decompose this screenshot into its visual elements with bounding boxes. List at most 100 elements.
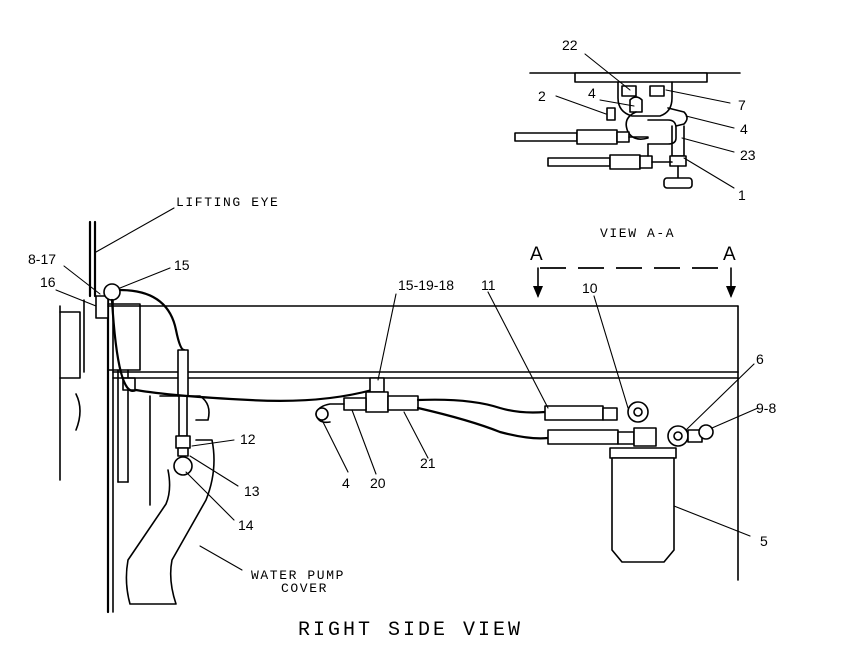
leader-15-19-18 (377, 293, 397, 381)
leader-16 (55, 289, 97, 307)
leader-4-inner (599, 99, 635, 107)
inset-bolt-left (621, 85, 637, 97)
leader-6 (685, 363, 755, 431)
inset-upper-line (514, 132, 578, 142)
section-arrow-left-head (533, 286, 543, 298)
inset-lower-nut (639, 155, 653, 169)
leader-21 (403, 411, 429, 459)
leader-7 (665, 89, 731, 104)
engine-block (59, 220, 215, 614)
filter-canister-5 (611, 457, 675, 563)
section-marker-right: A (723, 244, 736, 265)
leader-14 (185, 471, 235, 521)
hose-11-run-upper (416, 398, 547, 414)
main-leaders (55, 207, 759, 571)
hose-upper-loop (118, 288, 186, 352)
label-21: 21 (420, 455, 436, 471)
leader-1 (683, 157, 735, 189)
inset-mounting-plate (574, 72, 708, 83)
label-22: 22 (562, 37, 578, 53)
leader-10 (593, 295, 629, 409)
labels: LIFTING EYE 8-17 16 15 15-19-18 11 10 6 … (28, 37, 776, 642)
leader-9-8 (711, 407, 759, 429)
leader-20 (351, 409, 377, 475)
elbow-4-ring (315, 407, 329, 421)
leader-15-top (119, 267, 171, 289)
label-10: 10 (582, 280, 598, 296)
hose-tube-lower (178, 395, 188, 437)
label-5: 5 (760, 533, 768, 549)
label-water-pump-line2: COVER (281, 581, 328, 596)
nut-10 (602, 407, 618, 421)
drawing-title: RIGHT SIDE VIEW (298, 619, 523, 642)
fitting-20 (343, 397, 367, 411)
label-4-view-outer: 4 (740, 121, 748, 137)
inset-elbow-upper (629, 96, 643, 113)
leader-12 (191, 439, 235, 447)
inset-lower-line (547, 157, 611, 167)
inset-elbow-right (667, 107, 688, 127)
filter-assembly (544, 401, 714, 563)
label-16: 16 (40, 274, 56, 290)
leader-water-pump (199, 545, 243, 571)
section-arrow-right-head (726, 286, 736, 298)
valve-handwheel-6-hub (673, 431, 683, 441)
leader-13 (189, 455, 239, 487)
label-view-a-a: VIEW A-A (600, 226, 675, 241)
label-8-17: 8-17 (28, 251, 56, 267)
view-a-a-inset (514, 53, 741, 189)
elbow-14 (173, 456, 193, 476)
inset-knob (663, 177, 693, 189)
fitting-12 (175, 435, 191, 449)
inset-nut-1 (669, 155, 687, 167)
inset-upper-hose-end (576, 129, 618, 145)
label-12: 12 (240, 431, 256, 447)
fitting-13 (177, 447, 189, 457)
label-15-top: 15 (174, 257, 190, 273)
inset-lower-hose-end (609, 154, 641, 170)
label-4-main: 4 (342, 475, 350, 491)
leader-11 (487, 291, 549, 409)
label-15-19-18: 15-19-18 (398, 277, 454, 293)
block-curve (75, 393, 81, 431)
label-20: 20 (370, 475, 386, 491)
inset-right-body (671, 125, 685, 157)
lower-nut (617, 431, 635, 445)
lower-hose-end (547, 429, 619, 445)
middle-hose-assembly (315, 377, 550, 440)
fitting-9-8 (698, 424, 714, 440)
hose-11-end (544, 405, 604, 421)
label-4-view-inner: 4 (588, 85, 596, 101)
filter-base-block (633, 427, 657, 447)
leader-5 (673, 505, 751, 537)
left-hose-assembly (103, 283, 374, 476)
hose-main-run (110, 298, 374, 402)
leader-4-main (321, 419, 349, 473)
frame-rail (107, 305, 739, 581)
section-line-a-a (533, 267, 736, 298)
leader-22 (584, 53, 631, 91)
section-marker-left: A (530, 244, 543, 265)
block-rear-boss (59, 311, 81, 379)
leader-4-outer (685, 115, 735, 129)
water-pump-cover (125, 439, 215, 605)
tee-body (365, 391, 389, 413)
tee-15-19-18 (369, 377, 385, 393)
label-9-8: 9-8 (756, 400, 776, 416)
inset-bolt-right (649, 85, 665, 97)
leader-lifting-eye (95, 207, 175, 253)
label-23: 23 (740, 147, 756, 163)
label-14: 14 (238, 517, 254, 533)
inset-plug-2 (606, 107, 616, 121)
label-2: 2 (538, 88, 546, 104)
hose-21-end (387, 395, 419, 411)
head-bracket (107, 303, 141, 371)
inset-upper-nut (616, 131, 630, 143)
label-13: 13 (244, 483, 260, 499)
label-1: 1 (738, 187, 746, 203)
leader-23 (681, 137, 735, 153)
label-7: 7 (738, 97, 746, 113)
label-water-pump-line1: WATER PUMP (251, 568, 345, 583)
